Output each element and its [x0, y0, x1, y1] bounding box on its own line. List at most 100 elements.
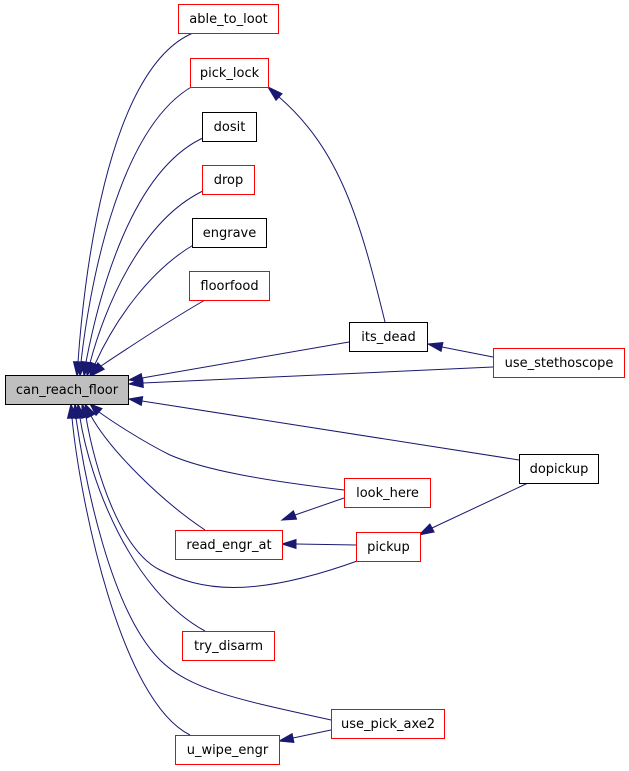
edge-line [89, 189, 206, 364]
node-try-disarm[interactable]: try_disarm [182, 631, 275, 661]
node-label: read_engr_at [186, 538, 271, 553]
edge-line [85, 136, 206, 363]
edge-line [94, 243, 196, 365]
node-label: use_stethoscope [505, 356, 614, 371]
edge-try_disarm-to-can_reach_floor [74, 402, 206, 632]
node-box [344, 478, 431, 508]
node-box [182, 631, 275, 661]
edge-line [98, 411, 345, 491]
edge-line [278, 96, 386, 323]
edge-its_dead-to-can_reach_floor [127, 341, 350, 384]
node-label: pick_lock [200, 66, 260, 81]
edge-line [295, 543, 357, 546]
node-label: pickup [367, 540, 410, 555]
edge-use_stethoscope-to-can_reach_floor [127, 366, 494, 389]
arrowhead [88, 403, 103, 417]
edge-line [141, 400, 520, 461]
arrowhead [266, 85, 283, 102]
node-box [519, 454, 599, 484]
node-label: dosit [214, 120, 246, 135]
nodes-layer: can_reach_floor able_to_loot pick_lockdosi… [5, 4, 625, 765]
edge-line [77, 32, 194, 363]
node-box [192, 218, 267, 248]
edge-line [100, 299, 206, 367]
node-label: able_to_loot [189, 12, 268, 27]
node-label: its_dead [361, 330, 415, 345]
node-read-engr-at[interactable]: read_engr_at [175, 530, 283, 560]
edge-line [75, 417, 332, 721]
node-dosit: dosit [202, 112, 257, 142]
node-label: engrave [203, 226, 257, 241]
node-look-here[interactable]: look_here [344, 478, 431, 508]
node-label: can_reach_floor [16, 383, 119, 398]
edge-dosit-to-can_reach_floor [80, 136, 206, 378]
edges-layer [66, 32, 529, 743]
arrowhead [280, 538, 297, 550]
node-label: try_disarm [194, 639, 263, 654]
arrowhead [89, 361, 106, 378]
edge-use_pick_axe2-to-can_reach_floor [70, 402, 332, 721]
node-label: use_pick_axe2 [341, 717, 435, 732]
edge-engrave-to-can_reach_floor [89, 243, 196, 378]
arrowhead [426, 342, 444, 353]
arrowhead [417, 523, 435, 536]
node-pick-lock[interactable]: pick_lock [190, 58, 269, 88]
node-engrave: engrave [192, 218, 267, 248]
node-its-dead: its_dead [349, 322, 428, 352]
node-box [356, 532, 421, 562]
node-box [493, 348, 625, 378]
node-box [175, 735, 280, 765]
edge-its_dead-to-pick_lock [266, 85, 386, 323]
edge-use_stethoscope-to-its_dead [426, 342, 494, 358]
arrowhead [127, 395, 144, 407]
edge-line [292, 729, 332, 739]
node-label: look_here [356, 486, 419, 501]
edge-line [142, 366, 494, 384]
edge-line [141, 341, 350, 379]
node-box [189, 271, 270, 301]
edge-line [85, 416, 361, 588]
node-box [175, 530, 283, 560]
node-use-stethoscope[interactable]: use_stethoscope [493, 348, 625, 378]
node-box [202, 165, 255, 195]
node-drop[interactable]: drop [202, 165, 255, 195]
node-label: dopickup [530, 462, 589, 477]
edge-read_engr_at-to-can_reach_floor [84, 402, 206, 531]
node-box [331, 709, 445, 739]
node-box [202, 112, 257, 142]
edge-drop-to-can_reach_floor [85, 189, 206, 378]
edge-line [90, 415, 206, 531]
node-use-pick-axe2[interactable]: use_pick_axe2 [331, 709, 445, 739]
node-label: drop [214, 173, 244, 188]
node-can-reach-floor: can_reach_floor [5, 375, 129, 405]
node-dopickup: dopickup [519, 454, 599, 484]
edge-pickup-to-read_engr_at [280, 538, 357, 550]
node-floorfood[interactable]: floorfood [189, 271, 270, 301]
node-label: floorfood [200, 279, 258, 294]
node-box [5, 375, 129, 405]
edge-floorfood-to-can_reach_floor [89, 299, 206, 378]
node-u-wipe-engr[interactable]: u_wipe_engr [175, 735, 280, 765]
node-label: u_wipe_engr [187, 743, 269, 758]
edge-dopickup-to-can_reach_floor [127, 395, 520, 461]
edge-line [79, 417, 206, 632]
edge-line [80, 85, 194, 363]
node-able-to-loot[interactable]: able_to_loot [178, 4, 279, 34]
edge-look_here-to-can_reach_floor [88, 403, 345, 491]
arrowhead [280, 509, 298, 521]
edge-line [71, 417, 191, 736]
edge-line [441, 346, 494, 358]
arrowhead [277, 732, 295, 743]
edge-line [431, 482, 529, 529]
edge-able_to_loot-to-can_reach_floor [72, 32, 194, 378]
node-pickup[interactable]: pickup [356, 532, 421, 562]
edge-look_here-to-read_engr_at [280, 497, 345, 521]
edge-use_pick_axe2-to-u_wipe_engr [277, 729, 332, 743]
arrowhead [66, 402, 78, 419]
edge-dopickup-to-pickup [417, 482, 529, 536]
node-box [190, 58, 269, 88]
arrowhead [127, 377, 144, 389]
edge-u_wipe_engr-to-can_reach_floor [66, 402, 191, 736]
node-box [349, 322, 428, 352]
